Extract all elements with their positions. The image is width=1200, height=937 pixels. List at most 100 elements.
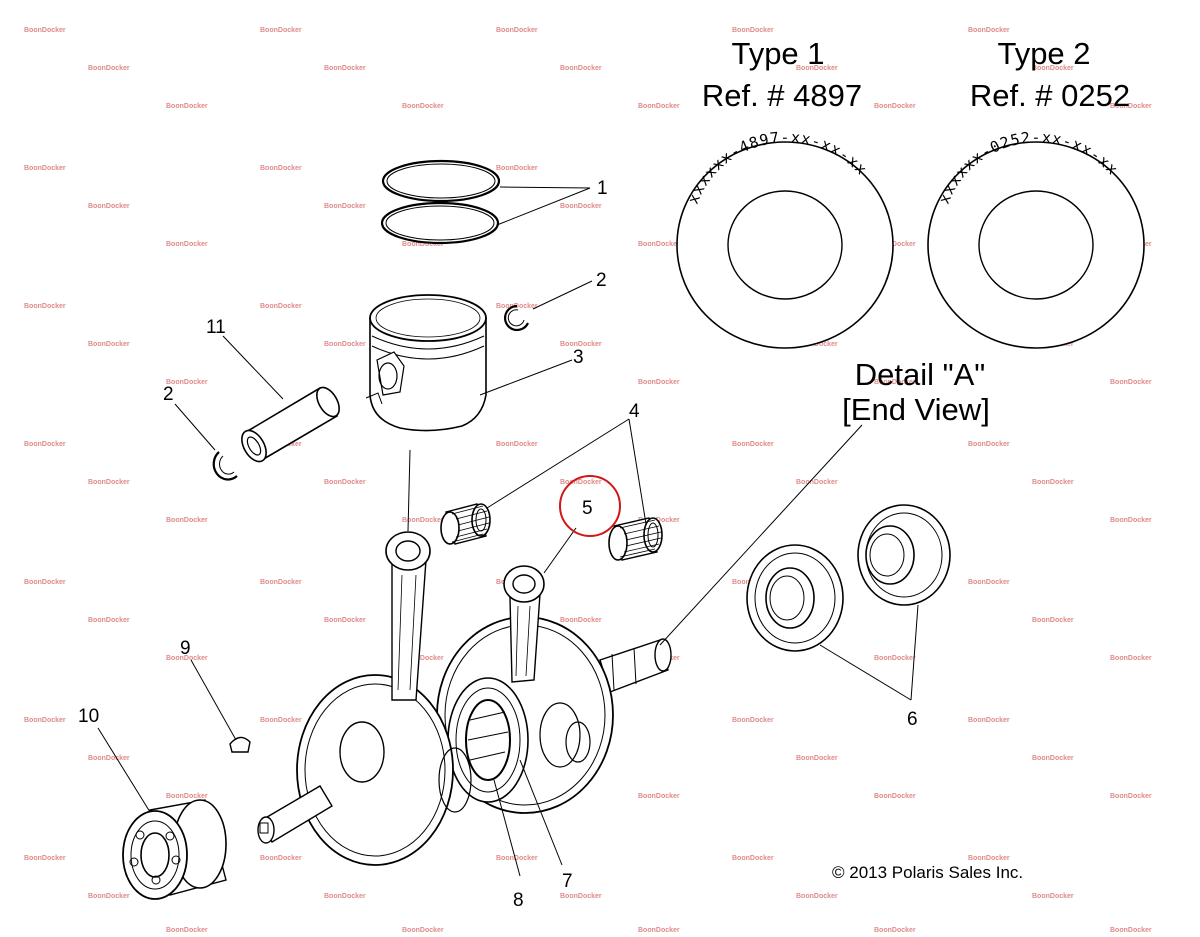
callout-1: 1: [597, 178, 608, 199]
watermark-text: BoonDocker: [402, 103, 444, 110]
watermark-text: BoonDocker: [24, 717, 66, 724]
watermark-text: BoonDocker: [260, 303, 302, 310]
watermark-text: BoonDocker: [968, 27, 1010, 34]
watermark-text: BoonDocker: [324, 203, 366, 210]
watermark-text: BoonDocker: [874, 241, 916, 248]
circlip-upper: [504, 304, 529, 332]
callout-10: 10: [78, 706, 99, 727]
copyright-notice: © 2013 Polaris Sales Inc.: [832, 863, 1023, 882]
type1-title: Type 1: [731, 36, 824, 71]
watermark-text: BoonDocker: [88, 893, 130, 900]
callout-8: 8: [513, 890, 524, 911]
watermark-text: BoonDocker: [24, 165, 66, 172]
watermark-text: BoonDocker: [638, 517, 680, 524]
watermark-text: BoonDocker: [88, 755, 130, 762]
watermark-text: BoonDocker: [732, 717, 774, 724]
watermark-text: BoonDocker: [560, 893, 602, 900]
type2-ref: Ref. # 0252: [970, 78, 1130, 113]
callout-5: 5: [582, 498, 593, 519]
watermark-text: BoonDocker: [1032, 479, 1074, 486]
watermark-text: BoonDocker: [260, 579, 302, 586]
watermark-text: BoonDocker: [496, 165, 538, 172]
watermark-text: BoonDocker: [88, 479, 130, 486]
watermark-text: BoonDocker: [324, 341, 366, 348]
watermark-text: BoonDocker: [402, 655, 444, 662]
woodruff-key: [229, 736, 251, 753]
watermark-text: BoonDocker: [732, 855, 774, 862]
watermark-text: BoonDocker: [260, 165, 302, 172]
watermark-text: BoonDocker: [638, 793, 680, 800]
detail-a-line2: [End View]: [842, 392, 990, 427]
watermark-text: BoonDocker: [796, 893, 838, 900]
watermark-text: BoonDocker: [560, 65, 602, 72]
watermark-text: BoonDocker: [560, 479, 602, 486]
highlight-circle: [559, 475, 621, 537]
watermark-text: BoonDocker: [796, 479, 838, 486]
watermark-text: BoonDocker: [1110, 103, 1152, 110]
circlip-lower: [212, 451, 238, 481]
needle-bearing-right: [608, 517, 663, 561]
watermark-text: BoonDocker: [24, 303, 66, 310]
watermark-text: BoonDocker: [732, 27, 774, 34]
watermark-text: BoonDocker: [166, 379, 208, 386]
watermark-text: BoonDocker: [496, 27, 538, 34]
watermark-text: BoonDocker: [560, 203, 602, 210]
piston-rings: [380, 159, 501, 245]
watermark-text: BoonDocker: [260, 27, 302, 34]
callout-9: 9: [180, 638, 191, 659]
watermark-text: BoonDocker: [166, 793, 208, 800]
watermark-text: BoonDocker: [324, 893, 366, 900]
watermark-text: BoonDocker: [874, 379, 916, 386]
watermark-text: BoonDocker: [324, 479, 366, 486]
watermark-text: BoonDocker: [1032, 617, 1074, 624]
watermark-text: BoonDocker: [1110, 793, 1152, 800]
watermark-text: BoonDocker: [166, 241, 208, 248]
watermark-text: BoonDocker: [166, 927, 208, 934]
watermark-text: BoonDocker: [638, 379, 680, 386]
piston: [365, 294, 487, 432]
watermark-text: BoonDocker: [402, 241, 444, 248]
watermark-text: BoonDocker: [88, 203, 130, 210]
watermark-text: BoonDocker: [796, 341, 838, 348]
watermark-text: BoonDocker: [638, 241, 680, 248]
watermark-text: BoonDocker: [638, 103, 680, 110]
watermark-text: BoonDocker: [402, 517, 444, 524]
type1-seal-inner: [727, 190, 843, 300]
watermark-text: BoonDocker: [560, 341, 602, 348]
type2-title: Type 2: [997, 36, 1090, 71]
watermark-text: BoonDocker: [1110, 379, 1152, 386]
watermark-text: BoonDocker: [1032, 893, 1074, 900]
watermark-text: BoonDocker: [24, 855, 66, 862]
type1-ref: Ref. # 4897: [702, 78, 862, 113]
watermark-text: BoonDocker: [260, 855, 302, 862]
watermark-text: BoonDocker: [1110, 655, 1152, 662]
watermark-text: BoonDocker: [874, 655, 916, 662]
watermark-text: BoonDocker: [1032, 755, 1074, 762]
watermark-text: BoonDocker: [968, 717, 1010, 724]
watermark-text: BoonDocker: [166, 655, 208, 662]
detail-a-line1: Detail "A": [855, 357, 986, 392]
crankshaft-assembly: [257, 531, 672, 866]
watermark-text: BoonDocker: [968, 579, 1010, 586]
leader-lines: [97, 186, 919, 877]
watermark-text: BoonDocker: [796, 755, 838, 762]
type2-seal-inner: [978, 190, 1094, 300]
callout-2-upper: 2: [596, 270, 607, 291]
watermark-text: BoonDocker: [1110, 517, 1152, 524]
type2-seal-detail: Type 2 Ref. # 0252 xxxxxx-0252-xx-xx-xx: [927, 36, 1145, 349]
callout-2-lower: 2: [163, 384, 174, 405]
watermark-text: BoonDocker: [88, 617, 130, 624]
type1-seal-detail: Type 1 Ref. # 4897 xxxxxx-4897-xx-xx-xx: [676, 36, 894, 349]
detail-a-label: Detail "A" [End View]: [842, 357, 990, 427]
watermark-text: BoonDocker: [88, 341, 130, 348]
watermark-text: BoonDocker: [24, 27, 66, 34]
watermark-text: BoonDocker: [968, 441, 1010, 448]
ball-bearing: [122, 799, 227, 900]
callout-6: 6: [907, 709, 918, 730]
watermark-text: BoonDocker: [88, 65, 130, 72]
watermark-text: BoonDocker: [638, 927, 680, 934]
watermark-text: BoonDocker: [24, 579, 66, 586]
watermark-text: BoonDocker: [324, 617, 366, 624]
watermark-text: BoonDocker: [1110, 927, 1152, 934]
